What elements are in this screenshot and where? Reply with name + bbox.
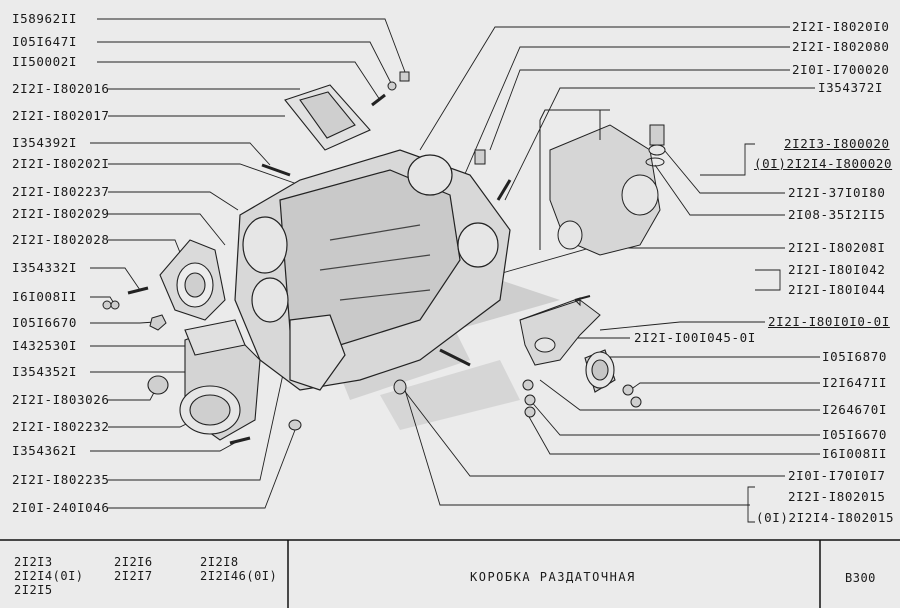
part-label: 2I2I-I802232: [12, 419, 110, 434]
part-label: I354332I: [12, 260, 78, 275]
part-label: I2I647II: [822, 375, 888, 390]
part-label: I6I008II: [12, 289, 78, 304]
part-label: 2I0I-240I046: [12, 500, 110, 515]
part-label: 2I2I-I80I0I0-0I: [768, 314, 890, 329]
part-label: I354352I: [12, 364, 78, 379]
part-label: I354392I: [12, 135, 78, 150]
part-label: 2I2I-I802015: [788, 489, 886, 504]
part-label: I354362I: [12, 443, 78, 458]
part-label: 2I2I-I80I042: [788, 262, 886, 277]
gearbox-housing: [234, 149, 511, 391]
part-label: I6I008II: [822, 446, 888, 461]
model-code: 2I2I5: [14, 583, 53, 597]
part-label: 2I2I-I803026: [12, 392, 110, 407]
assembled-gearbox: [539, 109, 661, 256]
part-label: 2I2I-I802237: [12, 184, 110, 199]
part-label: I05I6670: [822, 427, 888, 442]
part-label: 2I2I-37I0I80: [788, 185, 886, 200]
rubber-bushing: [584, 349, 616, 393]
footer-frame: [0, 539, 900, 608]
part-label: 2I2I-I00I045-0I: [634, 330, 756, 345]
model-code: 2I2I46(0I): [200, 569, 278, 583]
model-code: 2I2I3: [14, 555, 53, 569]
page-code: B300: [845, 571, 876, 585]
part-label: I264670I: [822, 402, 888, 417]
part-label: 2I2I-I80202I: [12, 156, 110, 171]
title-block: 2I2I3 2I2I4(0I) 2I2I5 2I2I6 2I2I7 2I2I8 …: [0, 540, 900, 608]
model-code: 2I2I6: [114, 555, 153, 569]
part-label: I432530I: [12, 338, 78, 353]
part-label: I354372I: [818, 80, 884, 95]
part-label: 2I2I-I80208I: [788, 240, 886, 255]
cover-plate: [284, 84, 371, 151]
front-flange: [159, 239, 226, 321]
part-label: I05I6670: [12, 315, 78, 330]
fasteners: [102, 71, 642, 431]
part-label: 2I2I-I8020I0: [792, 19, 890, 34]
part-label: I58962II: [12, 11, 78, 26]
part-label: 2I2I-I802028: [12, 232, 110, 247]
part-label: 2I2I-I802029: [12, 206, 110, 221]
part-label: 2I08-35I2II5: [788, 207, 886, 222]
part-label: 2I0I-I70I0I7: [788, 468, 886, 483]
part-label: 2I2I-I802017: [12, 108, 110, 123]
part-label: II50002I: [12, 54, 78, 69]
sensor: [645, 124, 666, 167]
part-label: I05I647I: [12, 34, 78, 49]
model-code: 2I2I4(0I): [14, 569, 84, 583]
mount-bracket: [519, 295, 601, 366]
part-label: 2I0I-I700020: [792, 62, 890, 77]
part-label: 2I2I-I802235: [12, 472, 110, 487]
part-label: 2I2I-I802080: [792, 39, 890, 54]
part-label: 2I2I3-I800020: [784, 136, 890, 151]
rear-housing: [147, 319, 261, 445]
part-label: (0I)2I2I4-I802015: [756, 510, 895, 525]
part-label: 2I2I-I80I044: [788, 282, 886, 297]
model-code: 2I2I7: [114, 569, 153, 583]
page-title: КОРОБКА РАЗДАТОЧНАЯ: [470, 570, 636, 584]
part-label: I05I6870: [822, 349, 888, 364]
part-label: (0I)2I2I4-I800020: [754, 156, 893, 171]
part-label: 2I2I-I802016: [12, 81, 110, 96]
model-code: 2I2I8: [200, 555, 239, 569]
